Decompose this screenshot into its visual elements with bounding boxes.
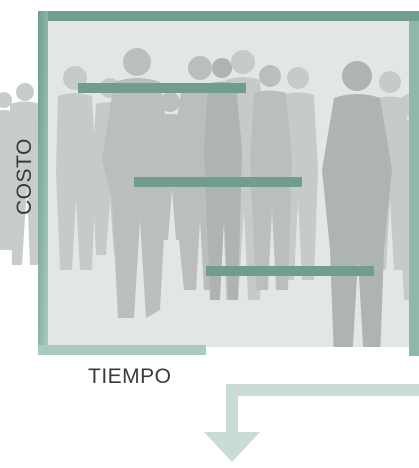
x-axis-label: TIEMPO <box>88 365 172 388</box>
bar-middle <box>134 177 302 187</box>
bar-top <box>78 83 246 93</box>
gantt-bars <box>78 83 374 276</box>
chart-frame <box>38 11 419 356</box>
y-axis-label: COSTO <box>13 138 36 215</box>
bar-bottom <box>206 266 374 276</box>
down-arrow-icon <box>204 384 419 462</box>
outside-people-group <box>0 83 44 265</box>
